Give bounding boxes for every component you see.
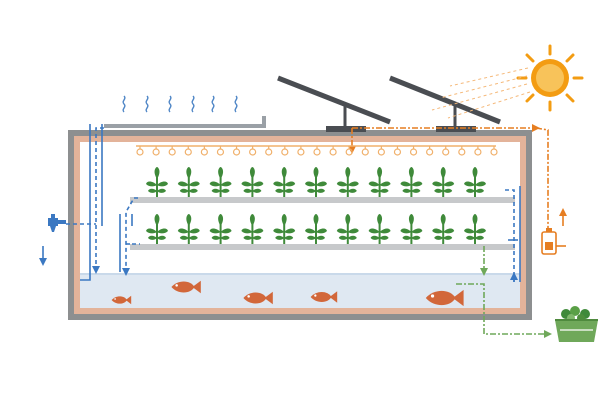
grow-lamp-icon <box>297 146 305 156</box>
grow-lamp-icon <box>442 146 450 156</box>
grow-lamp-icon <box>265 146 273 156</box>
battery-icon <box>541 208 567 255</box>
water-tap-icon <box>39 214 66 266</box>
sun-rays <box>431 67 531 119</box>
grow-lamp-icon <box>458 146 466 156</box>
harvest-basket-icon <box>555 306 598 342</box>
solar-panel-icon <box>277 75 391 132</box>
grow-lamp-icon <box>313 146 321 156</box>
grow-lamp-icon <box>426 146 434 156</box>
grow-lamp-icon <box>474 146 482 156</box>
grow-lamp-icon <box>361 146 369 156</box>
sun-icon <box>516 44 584 112</box>
grow-lamp-icon <box>329 146 337 156</box>
grow-lamp-icon <box>152 146 160 156</box>
harvest-flow-line <box>456 246 552 338</box>
grow-lamp-icon <box>232 146 241 156</box>
grow-lamp-icon <box>200 146 208 156</box>
energy-flow-line <box>348 124 549 232</box>
grow-lamp-icon <box>281 146 289 156</box>
grow-lamp-icon <box>377 146 385 156</box>
grow-lamp-icon <box>345 146 353 156</box>
grow-lamp-icon <box>136 146 144 156</box>
grow-lamp-row <box>136 145 498 156</box>
fish-tank-water <box>80 274 520 308</box>
grow-lamp-icon <box>490 146 498 156</box>
steam-icon <box>122 95 238 113</box>
grow-lamp-icon <box>249 146 257 156</box>
grow-shelf-upper <box>130 197 515 203</box>
grow-lamp-icon <box>184 146 192 156</box>
grow-shelf-lower <box>130 244 515 250</box>
solar-panel-icon <box>389 75 501 132</box>
roof-vent <box>104 116 266 128</box>
grow-lamp-icon <box>216 146 225 156</box>
grow-lamp-icon <box>393 146 402 156</box>
grow-lamp-icon <box>409 146 418 156</box>
water-pipes <box>66 124 521 282</box>
grow-lamp-icon <box>168 146 176 156</box>
